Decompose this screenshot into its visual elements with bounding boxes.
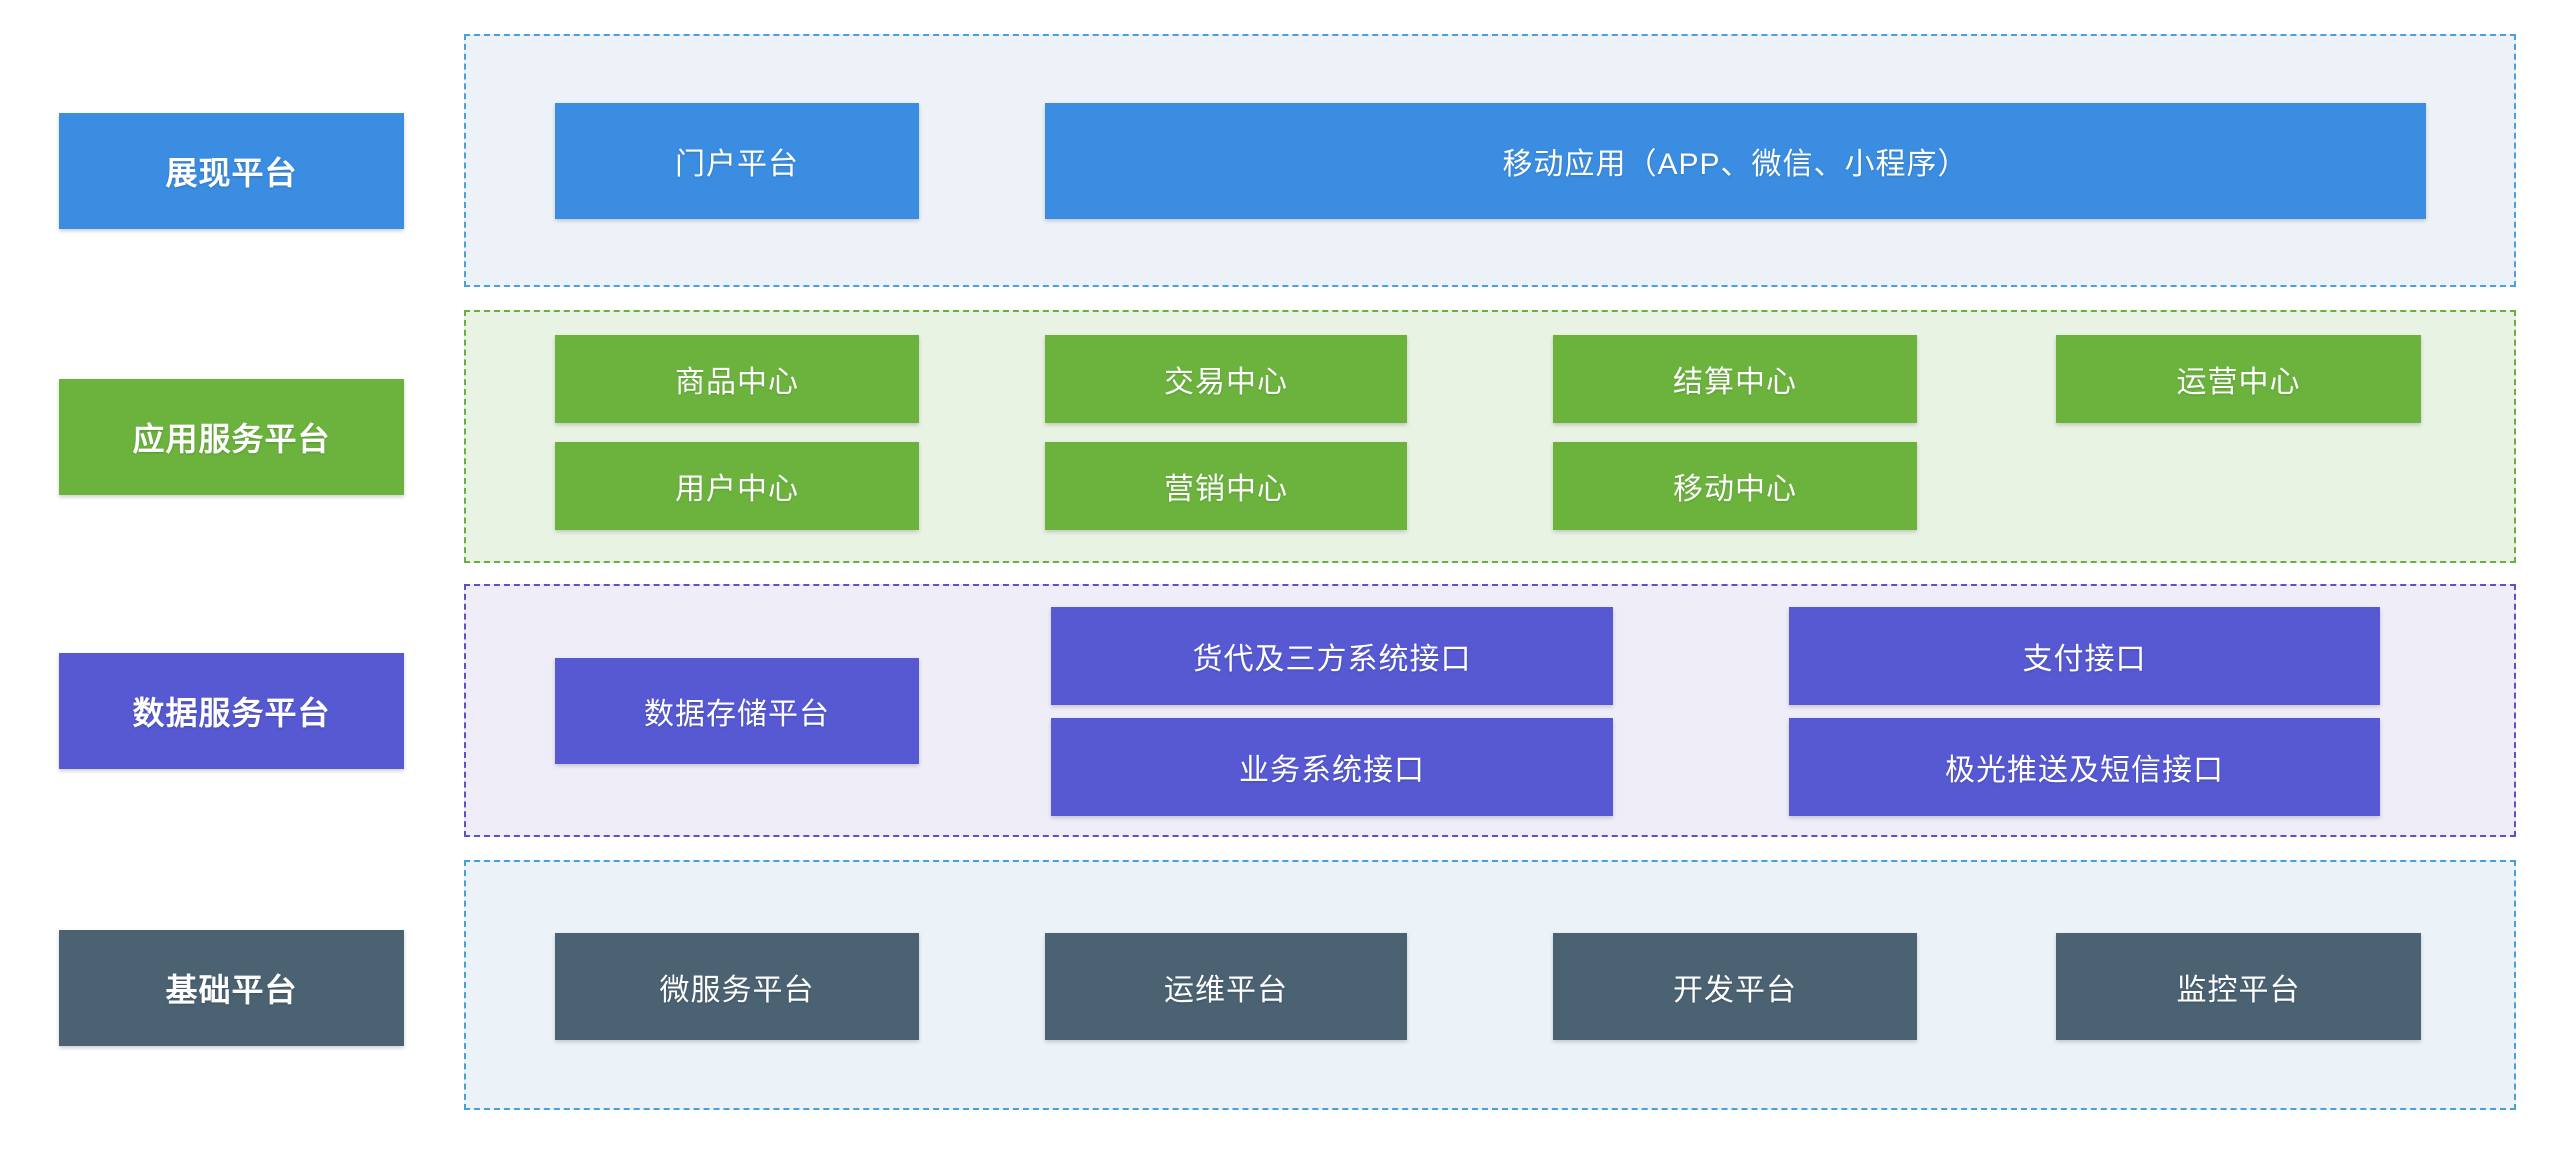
box-data-storage-platform: 数据存储平台	[555, 658, 919, 764]
row-label-presentation-platform: 展现平台	[59, 113, 404, 229]
box-settlement-center: 结算中心	[1553, 335, 1917, 423]
box-operation-center: 运营中心	[2056, 335, 2421, 423]
box-user-center: 用户中心	[555, 442, 919, 530]
box-mobile-apps: 移动应用（APP、微信、小程序）	[1045, 103, 2426, 219]
box-development-platform: 开发平台	[1553, 933, 1917, 1040]
row-label-application-service-platform: 应用服务平台	[59, 379, 404, 495]
box-monitoring-platform: 监控平台	[2056, 933, 2421, 1040]
box-trade-center: 交易中心	[1045, 335, 1407, 423]
box-marketing-center: 营销中心	[1045, 442, 1407, 530]
box-goods-center: 商品中心	[555, 335, 919, 423]
box-payment-interface: 支付接口	[1789, 607, 2380, 705]
box-operations-platform: 运维平台	[1045, 933, 1407, 1040]
row-label-data-service-platform: 数据服务平台	[59, 653, 404, 769]
box-microservice-platform: 微服务平台	[555, 933, 919, 1040]
row-label-infrastructure-platform: 基础平台	[59, 930, 404, 1046]
box-business-system-interface: 业务系统接口	[1051, 718, 1613, 816]
box-jpush-sms-interface: 极光推送及短信接口	[1789, 718, 2380, 816]
box-mobile-center: 移动中心	[1553, 442, 1917, 530]
box-portal-platform: 门户平台	[555, 103, 919, 219]
box-forwarder-thirdparty-interface: 货代及三方系统接口	[1051, 607, 1613, 705]
